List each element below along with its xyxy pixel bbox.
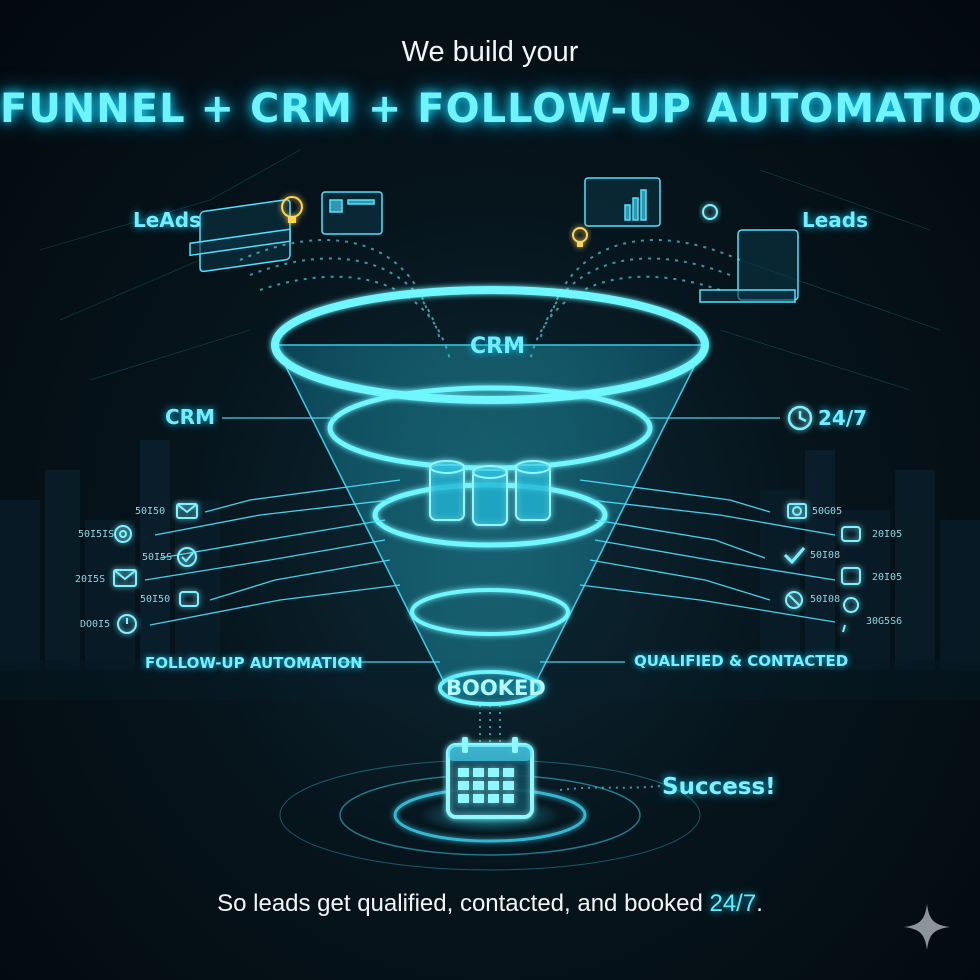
message-icon xyxy=(841,567,861,585)
check-circle-icon xyxy=(177,547,197,567)
headline: FUNNEL + CRM + FOLLOW-UP AUTOMATION xyxy=(0,86,980,132)
timer-icon xyxy=(117,614,137,634)
left-channel-code: 50I50 xyxy=(135,506,166,517)
gear-icon xyxy=(114,525,132,543)
checkmark-icon xyxy=(783,547,806,565)
camera-icon xyxy=(787,503,807,519)
right-laptop xyxy=(699,229,799,303)
right-channel-code: 50I08 xyxy=(810,594,841,605)
left-channel-icons xyxy=(113,503,199,634)
left-channel-code: 50I50 xyxy=(140,594,171,605)
funnel-bottom-label: BOOKED xyxy=(446,676,546,700)
funnel-ring-4 xyxy=(410,588,570,636)
email-icon xyxy=(176,503,198,519)
right-dashboard xyxy=(584,177,661,227)
label-right-leads: Leads xyxy=(802,208,869,232)
left-channel-code: DO0I5 xyxy=(80,619,111,630)
label-right-247: 24/7 xyxy=(818,406,868,430)
lightbulb-icon xyxy=(702,204,718,220)
location-pin-icon xyxy=(842,597,860,633)
funnel-ring-top xyxy=(271,286,709,404)
right-channel-code: 20I05 xyxy=(872,529,903,540)
tagline-highlight: 24/7 xyxy=(709,890,757,917)
right-channel-code: 50I08 xyxy=(810,550,841,561)
intro-text: We build your xyxy=(401,36,579,68)
left-channel-code: 50I5IS xyxy=(78,529,115,540)
label-qualified-contacted: QUALIFIED & CONTACTED xyxy=(634,652,849,670)
right-channel-icons xyxy=(783,503,861,633)
chat-icon xyxy=(841,526,861,542)
sparkle-icon xyxy=(904,904,950,950)
right-channel-code: 30G5S6 xyxy=(866,616,903,627)
success-label: Success! xyxy=(662,774,776,800)
database-icon xyxy=(429,460,551,526)
block-icon xyxy=(785,591,803,609)
lightbulb-icon xyxy=(572,227,588,247)
email-icon xyxy=(113,569,137,587)
tagline-main: So leads get qualified, contacted, and b… xyxy=(217,890,710,917)
calendar-icon xyxy=(446,737,534,819)
city-skyline xyxy=(0,440,980,700)
label-follow-up-automation: FOLLOW-UP AUTOMATION xyxy=(145,654,363,672)
funnel-ring-bottom xyxy=(438,670,542,706)
right-channel-code: 20I05 xyxy=(872,572,903,583)
chat-icon xyxy=(179,591,199,607)
funnel-top-label: CRM xyxy=(470,334,525,359)
bottom-stream xyxy=(479,705,661,791)
left-channel-code: 50I5S xyxy=(142,552,173,563)
clock-icon xyxy=(787,405,813,431)
label-left-leads: LeAds xyxy=(133,208,202,232)
lightbulb-icon xyxy=(281,196,303,223)
right-channel-code: 50G05 xyxy=(812,506,843,517)
left-dashboard xyxy=(321,191,383,235)
tagline: So leads get qualified, contacted, and b… xyxy=(0,890,980,918)
label-left-crm: CRM xyxy=(165,405,215,429)
left-laptop xyxy=(189,199,291,273)
tagline-end: . xyxy=(756,890,763,917)
left-channel-code: 20I5S xyxy=(75,574,106,585)
right-connectors xyxy=(540,417,836,663)
